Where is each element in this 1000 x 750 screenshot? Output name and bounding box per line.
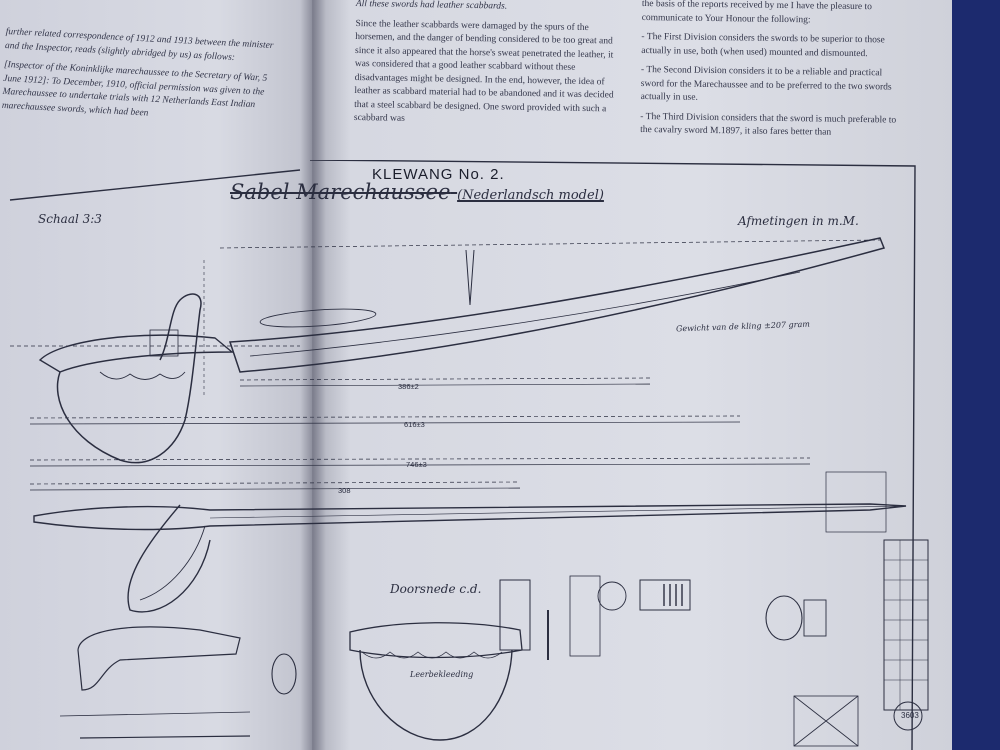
dimension-label: 308 (338, 486, 351, 495)
sheet-number-stamp: 3603 (901, 711, 919, 720)
paragraph: Since the leather scabbards were damaged… (353, 18, 614, 124)
left-page-text: further related correspondence of 1912 a… (1, 26, 287, 134)
dimension-label: 616±3 (404, 420, 425, 429)
drawing-title: KLEWANG No. 2. (372, 166, 505, 183)
right-page (312, 0, 952, 750)
right-column-text: the basis of the reports received by me … (640, 0, 904, 147)
paragraph: [Inspector of the Koninklijke marechauss… (1, 59, 268, 119)
struck-through-title: Sabel Marechaussee (Nederlandsch model) (230, 180, 604, 204)
paragraph: - The Second Division considers it to be… (640, 64, 892, 103)
paragraph: All these swords had leather scabbards. (355, 0, 508, 12)
scale-note: Schaal 3:3 (38, 212, 102, 226)
paragraph: the basis of the reports received by me … (641, 0, 872, 25)
book-spine-shadow (300, 0, 326, 750)
dimension-label: 746±3 (406, 460, 427, 469)
struck-title-text: Sabel Marechaussee (230, 180, 451, 204)
struck-subtitle-text: (Nederlandsch model) (457, 188, 604, 203)
middle-column-text: All these swords had leather scabbards. … (354, 0, 628, 136)
sword-blueprint-svg (9, 160, 929, 750)
left-page (0, 0, 312, 750)
paragraph: - The Third Division considers that the … (640, 111, 897, 138)
technical-drawing (0, 160, 930, 750)
units-note: Afmetingen in m.M. (738, 214, 859, 228)
leather-covering-label: Leerbekleeding (410, 670, 474, 679)
paragraph: - The First Division considers the sword… (641, 31, 885, 59)
dimension-label: 386±2 (398, 382, 419, 391)
section-label: Doorsnede c.d. (390, 582, 482, 596)
